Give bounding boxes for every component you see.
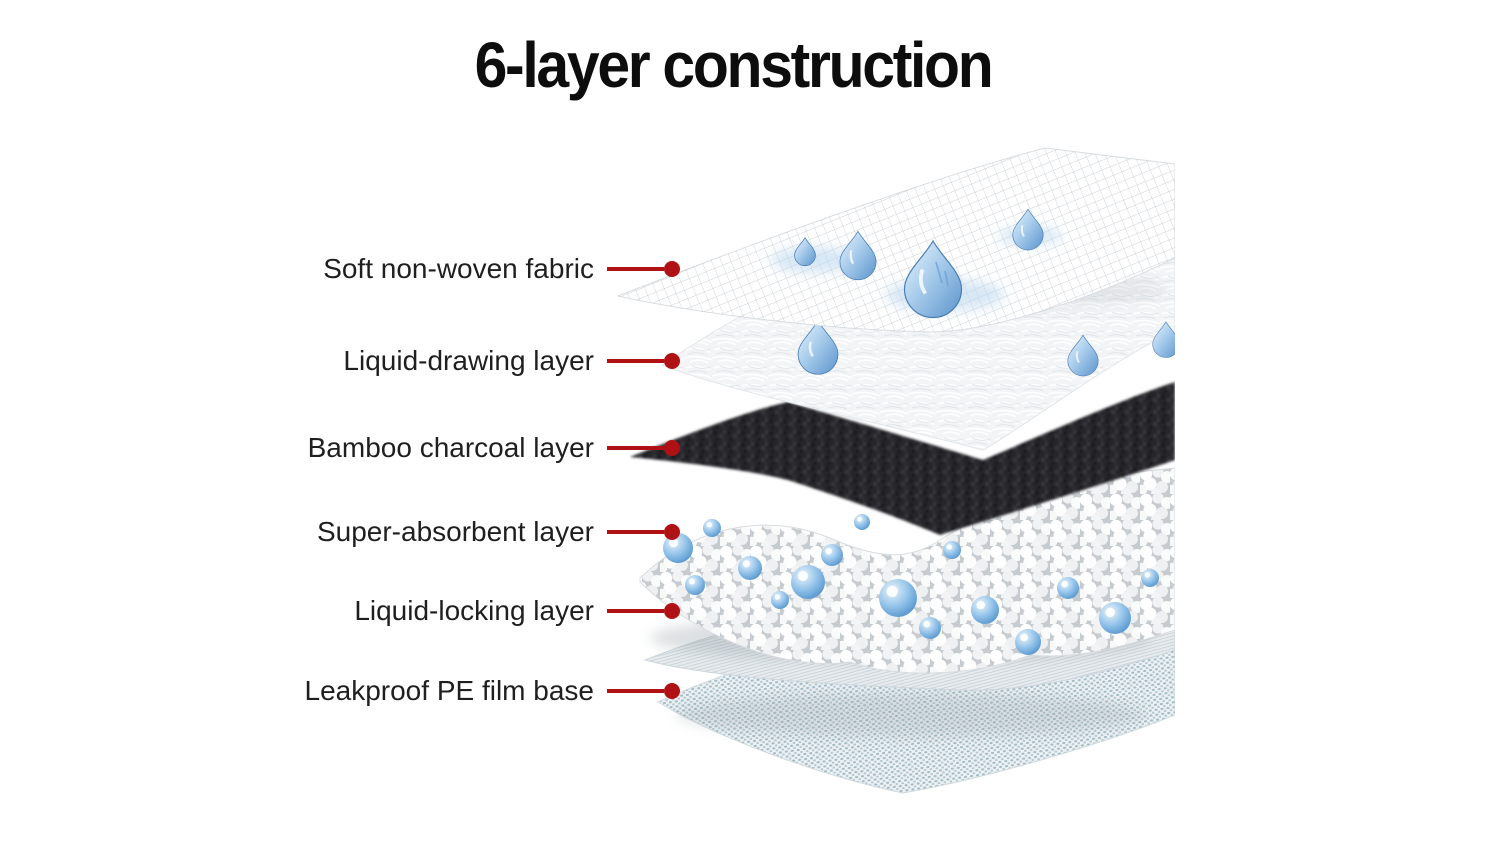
pointer-dot [664,440,680,456]
gel-bead [1057,577,1079,599]
pointer-line [607,359,664,363]
gel-bead [919,617,941,639]
layer-illustration-bamboo-charcoal-layer [630,382,1175,535]
gel-bead [738,556,762,580]
pointer-dot [664,524,680,540]
layer-label: Liquid-drawing layer [343,345,594,376]
pointer-line [607,446,664,450]
gel-bead [854,514,870,530]
pointer-dot [664,603,680,619]
layer-stack-illustration [600,130,1175,820]
wet-halo [770,247,860,273]
gel-bead [821,544,843,566]
gel-bead [943,541,961,559]
gel-bead [791,565,825,599]
pointer-dot [664,353,680,369]
layer-illustration-soft-non-woven-fabric [616,147,1175,333]
gel-bead [663,533,693,563]
gel-bead [771,591,789,609]
pointer-line [607,267,664,271]
layer-label: Bamboo charcoal layer [307,432,594,463]
gel-bead [879,579,917,617]
pointer-line [607,689,664,693]
layer-label: Liquid-locking layer [354,595,594,626]
label-row-leakproof-pe-film-base: Leakproof PE film base [304,673,680,709]
water-droplet [797,320,839,375]
layer-label: Super-absorbent layer [316,516,594,547]
gel-bead [1015,629,1041,655]
pointer-line [607,530,664,534]
water-droplet [839,230,877,281]
pointer-dot [664,261,680,277]
label-row-liquid-drawing-layer: Liquid-drawing layer [343,343,680,379]
label-row-liquid-locking-layer: Liquid-locking layer [354,593,680,629]
label-row-soft-non-woven-fabric: Soft non-woven fabric [323,251,680,287]
layer-illustration-super-absorbent-layer [639,467,1175,674]
label-row-bamboo-charcoal-layer: Bamboo charcoal layer [308,430,680,466]
water-droplet [903,240,963,319]
label-row-super-absorbent-layer: Super-absorbent layer [317,514,680,550]
water-droplet [1012,208,1044,251]
page-title: 6-layer construction [474,29,994,101]
gel-bead [1099,602,1131,634]
water-droplet [1067,334,1099,377]
gel-bead [703,519,721,537]
pointer-line [607,609,664,613]
pointer-dot [664,683,680,699]
gel-bead [685,575,705,595]
layer-shadow [675,693,1145,737]
layer-label: Leakproof PE film base [304,675,595,706]
layer-label: Soft non-woven fabric [323,253,594,284]
gel-bead [971,596,999,624]
gel-bead [1141,569,1159,587]
